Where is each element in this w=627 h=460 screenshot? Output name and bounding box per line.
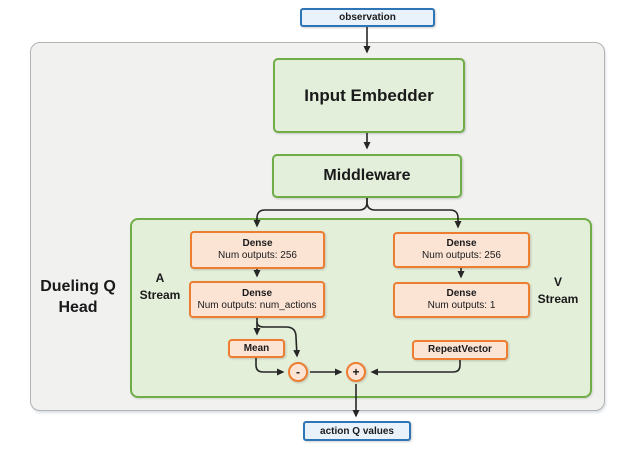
input-embedder-label: Input Embedder — [304, 85, 434, 105]
a-stream-dense1-node: Dense Num outputs: 256 — [190, 231, 325, 269]
a-stream-dense2-title: Dense — [241, 287, 272, 299]
a-stream-dense1-subtitle: Num outputs: 256 — [218, 250, 297, 261]
repeat-vector-label: RepeatVector — [428, 344, 492, 355]
v-stream-dense2-subtitle: Num outputs: 1 — [427, 300, 496, 311]
v-stream-dense1-node: Dense Num outputs: 256 — [393, 232, 530, 268]
middleware-node: Middleware — [272, 154, 462, 198]
minus-sign: - — [296, 365, 300, 379]
a-stream-dense2-subtitle: Num outputs: num_actions — [197, 299, 317, 311]
mean-node: Mean — [228, 339, 285, 358]
action-q-values-node: action Q values — [303, 421, 411, 441]
action-q-values-label: action Q values — [320, 425, 394, 437]
dueling-q-head-label: Dueling Q Head — [40, 278, 116, 316]
observation-node: observation — [300, 8, 435, 27]
input-embedder-node: Input Embedder — [273, 58, 465, 133]
subtract-operator-node: - — [288, 362, 308, 382]
repeat-vector-node: RepeatVector — [412, 340, 508, 360]
middleware-label: Middleware — [323, 167, 411, 184]
plus-sign: + — [352, 365, 360, 379]
v-stream-dense2-node: Dense Num outputs: 1 — [393, 282, 530, 318]
a-stream-label: A Stream — [139, 271, 181, 302]
v-stream-dense2-title: Dense — [446, 288, 477, 299]
a-stream-dense1-title: Dense — [242, 238, 273, 249]
mean-label: Mean — [243, 342, 270, 354]
v-stream-dense1-subtitle: Num outputs: 256 — [422, 250, 501, 261]
v-stream-label: V Stream — [537, 275, 579, 306]
a-stream-dense2-node: Dense Num outputs: num_actions — [189, 281, 325, 318]
v-stream-dense1-title: Dense — [446, 238, 477, 249]
add-operator-node: + — [346, 362, 366, 382]
observation-label: observation — [339, 12, 396, 23]
